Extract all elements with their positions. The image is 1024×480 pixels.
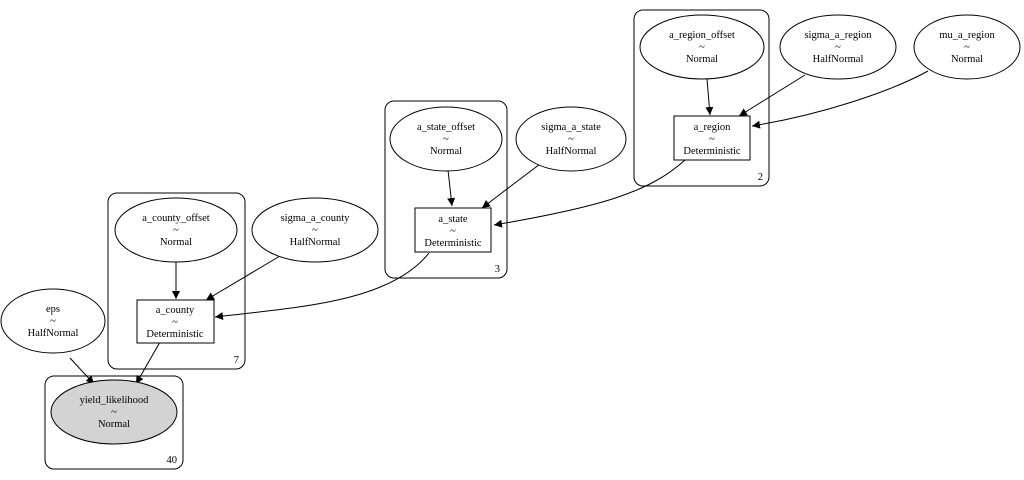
node-dist: Normal [98, 419, 130, 430]
node-tilde: ~ [172, 317, 178, 328]
node-label: a_county_offset [142, 213, 210, 224]
node-tilde: ~ [443, 134, 449, 145]
node-dist: HalfNormal [813, 54, 864, 65]
node-label: yield_likelihood [80, 395, 150, 406]
node-dist: HalfNormal [290, 237, 341, 248]
node-sigma-a-region: sigma_a_region ~ HalfNormal [779, 14, 897, 80]
node-a-state: a_state ~ Deterministic [414, 207, 492, 253]
node-dist: Normal [686, 54, 718, 65]
node-label: a_region_offset [669, 30, 735, 41]
edge-a-region-to-a-state [493, 159, 686, 228]
node-a-county-offset: a_county_offset ~ Normal [114, 197, 238, 263]
node-a-region-offset: a_region_offset ~ Normal [639, 14, 765, 80]
node-dist: Deterministic [424, 238, 481, 249]
node-mu-a-region: mu_a_region ~ Normal [913, 14, 1021, 80]
plate-region-count: 2 [758, 172, 763, 183]
edge-a-region-offset-to-a-region [705, 78, 714, 116]
node-eps: eps ~ HalfNormal [0, 288, 106, 354]
node-sigma-a-state: sigma_a_state ~ HalfNormal [515, 106, 627, 172]
node-tilde: ~ [699, 42, 705, 53]
node-tilde: ~ [312, 225, 318, 236]
plate-obs-count: 40 [167, 455, 178, 466]
edge-mu-a-region-to-a-region [751, 70, 929, 129]
node-label: sigma_a_state [541, 122, 601, 133]
node-label: eps [46, 304, 60, 315]
edge-eps-to-yield-likelihood [69, 357, 95, 385]
node-label: a_state [438, 214, 467, 225]
node-dist: Normal [430, 146, 462, 157]
node-tilde: ~ [568, 134, 574, 145]
node-label: a_state_offset [417, 122, 475, 133]
node-label: a_county [156, 305, 195, 316]
node-tilde: ~ [111, 407, 117, 418]
node-label: mu_a_region [939, 30, 995, 41]
node-sigma-a-county: sigma_a_county ~ HalfNormal [251, 197, 379, 263]
node-a-county: a_county ~ Deterministic [136, 299, 215, 344]
node-tilde: ~ [50, 316, 56, 327]
edge-sigma-a-region-to-a-region [738, 74, 806, 117]
node-tilde: ~ [450, 226, 456, 237]
node-label: sigma_a_region [804, 30, 872, 41]
edge-a-state-offset-to-a-state [447, 169, 456, 207]
node-yield-likelihood: yield_likelihood ~ Normal [50, 379, 178, 445]
edge-sigma-a-state-to-a-state [481, 163, 541, 209]
node-dist: Normal [951, 54, 983, 65]
edge-a-state-to-a-county [214, 252, 430, 321]
plate-county: 7 [107, 192, 246, 370]
node-a-state-offset: a_state_offset ~ Normal [389, 106, 503, 172]
node-a-region: a_region ~ Deterministic [673, 115, 751, 161]
node-dist: Normal [160, 237, 192, 248]
node-label: a_region [694, 122, 731, 133]
edge-a-county-to-yield-likelihood [135, 341, 161, 385]
plate-state-count: 3 [495, 264, 500, 275]
node-label: sigma_a_county [281, 213, 351, 224]
plate-obs: 40 [44, 375, 184, 470]
node-dist: HalfNormal [546, 146, 597, 157]
node-dist: Deterministic [146, 329, 203, 340]
node-dist: Deterministic [683, 146, 740, 157]
plate-county-count: 7 [234, 355, 239, 366]
node-tilde: ~ [964, 42, 970, 53]
plate-region: 2 [633, 9, 770, 187]
node-dist: HalfNormal [28, 328, 79, 339]
edges [69, 70, 929, 385]
edge-sigma-a-county-to-a-county [205, 255, 281, 301]
node-tilde: ~ [835, 42, 841, 53]
node-tilde: ~ [173, 225, 179, 236]
node-tilde: ~ [709, 134, 715, 145]
